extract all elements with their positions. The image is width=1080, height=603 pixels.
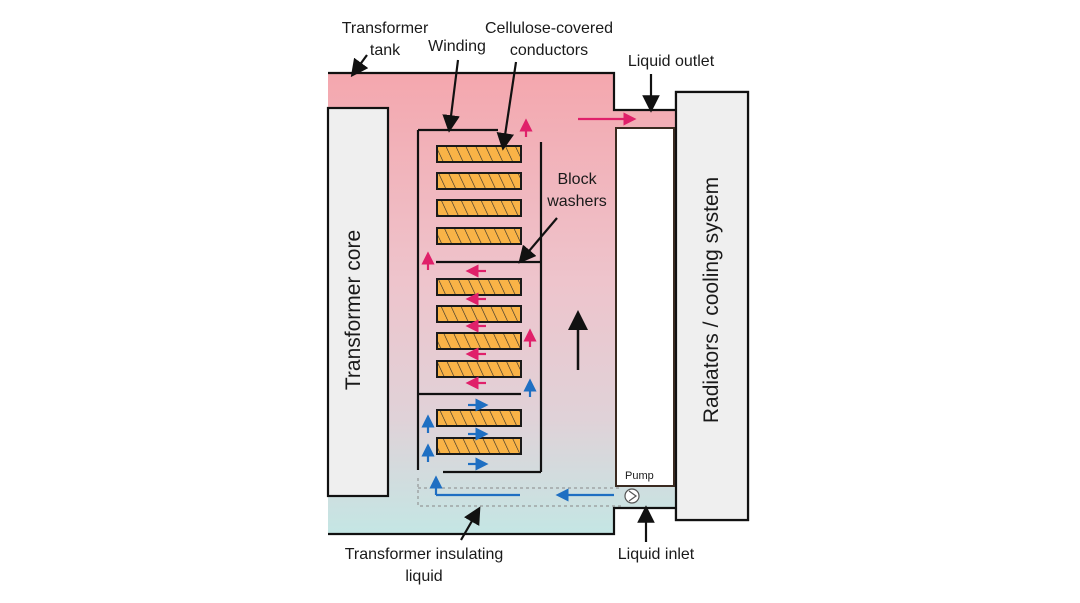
cold-flow-arrows (421, 378, 614, 502)
conductor (436, 360, 522, 378)
cellulose-label-line1: Cellulose-covered (485, 20, 613, 37)
pump-icon (624, 488, 640, 504)
transformer-core-block (326, 106, 390, 498)
insulating-liquid-label-line2: liquid (405, 568, 442, 585)
block-washers-callout-arrow-icon (518, 217, 558, 264)
hot-flow-arrows (421, 112, 637, 390)
conductor (436, 227, 522, 245)
conductor (436, 172, 522, 190)
insulating-liquid-area (328, 73, 676, 534)
conductor (436, 409, 522, 427)
conductor (436, 199, 522, 217)
block-washers-label-line2: washers (546, 193, 607, 210)
liquid-inlet-label: Liquid inlet (618, 546, 695, 563)
transformer-core-label: Transformer core (342, 230, 365, 390)
conductor (436, 145, 522, 163)
block-washers-label-line1: Block (557, 171, 597, 188)
insulating-liquid-label-line1: Transformer insulating (345, 546, 504, 563)
flow-duct-dashed (417, 478, 622, 507)
cellulose-label-line2: conductors (510, 42, 588, 59)
callout-arrows (350, 54, 660, 542)
radiators-panel (674, 90, 750, 522)
winding-callout-arrow-icon (442, 59, 460, 133)
conductors-callout-arrow-icon (496, 61, 518, 151)
transformer-tank-label-line2: tank (370, 42, 401, 59)
transformer-tank-label-line1: Transformer (342, 20, 429, 37)
radiators-label: Radiators / cooling system (700, 177, 723, 423)
conductor (436, 332, 522, 350)
liquid-outlet-label: Liquid outlet (628, 53, 715, 70)
conductor (436, 278, 522, 296)
conductor (436, 305, 522, 323)
liquid-callout-arrow-icon (460, 506, 481, 541)
winding-label: Winding (428, 38, 486, 55)
conductor (436, 437, 522, 455)
pump-label: Pump (625, 470, 654, 482)
tank-callout-arrow-icon (350, 54, 369, 78)
cooling-return-column (615, 127, 675, 487)
